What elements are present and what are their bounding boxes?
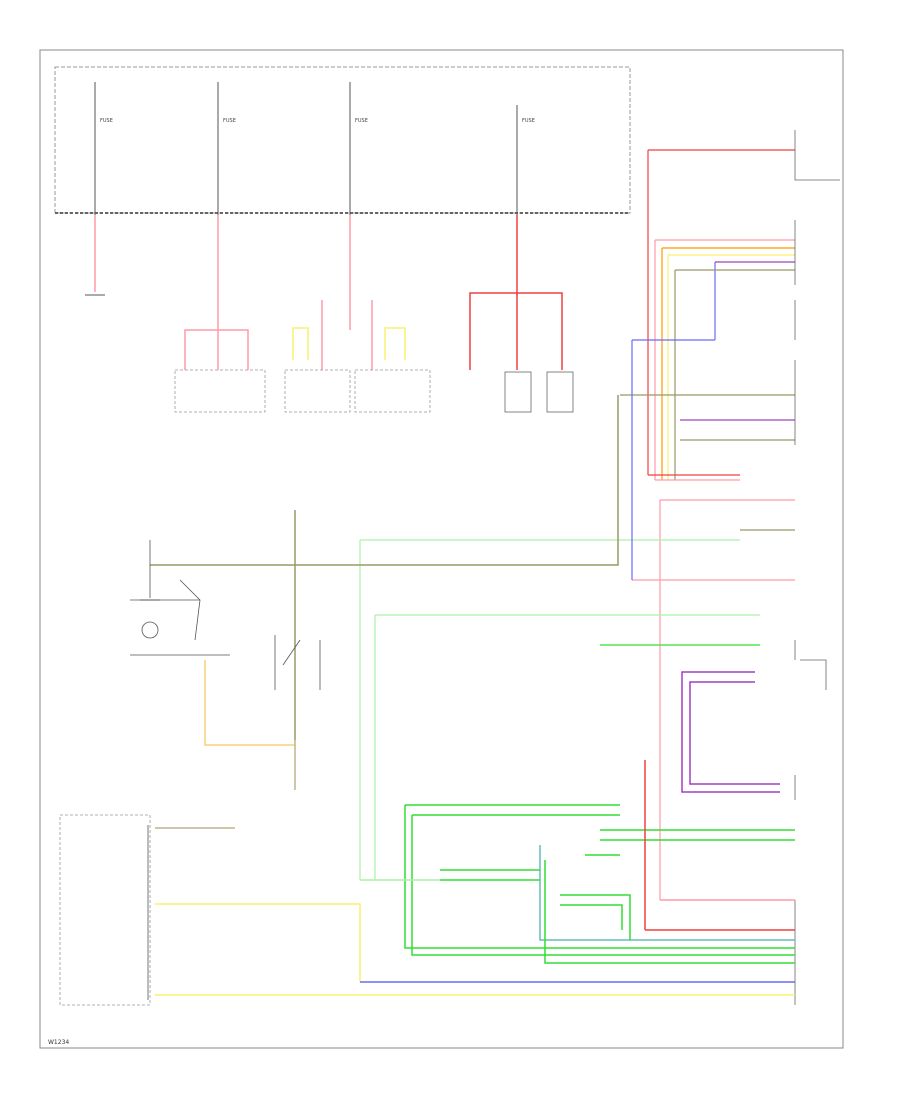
- connector-group-4: [469, 292, 574, 413]
- right-harness-runs: [620, 149, 795, 481]
- footer-code: W1234: [48, 1039, 69, 1046]
- fuse-box: [54, 66, 631, 214]
- fuse-label-2: FUSE: [223, 118, 236, 124]
- right-components: [794, 130, 840, 1005]
- connector-group-1: [174, 329, 266, 413]
- cruise-wires: [155, 760, 795, 996]
- fuse-label-4: FUSE: [522, 118, 535, 124]
- ground-run: [150, 395, 619, 566]
- fuse-label-3: FUSE: [355, 118, 368, 124]
- ignition-switch: [130, 540, 230, 656]
- connector-group-3: [354, 300, 431, 413]
- fuse-label-group: FUSE FUSE FUSE FUSE: [100, 118, 535, 124]
- fuse-label-1: FUSE: [100, 118, 113, 124]
- connector-group-2: [284, 300, 351, 413]
- cruise-switch-module: [59, 814, 151, 1006]
- brake-switch: [274, 635, 321, 690]
- ignition-wires: [204, 565, 296, 790]
- switch-bank: [359, 340, 795, 900]
- fuse-feeds: [94, 82, 518, 215]
- fuse-output-wires: [94, 215, 518, 330]
- purple-loop: [681, 671, 780, 793]
- diagram-border: [39, 49, 844, 1049]
- ground-symbols: [85, 294, 160, 601]
- green-bundle: [360, 804, 795, 964]
- right-harness: [647, 150, 716, 480]
